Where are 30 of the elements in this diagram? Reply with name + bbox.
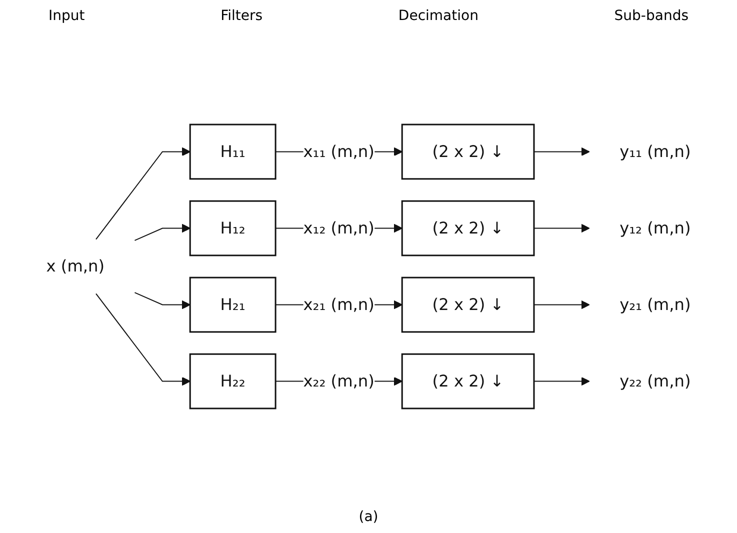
figure-caption: (a) (358, 509, 378, 525)
column-heading: Sub-bands (614, 8, 688, 24)
arrow (534, 376, 590, 386)
edge-label: x₂₁ (m,n) (303, 294, 374, 314)
node-text: y₂₂ (m,n) (620, 371, 691, 390)
node-box: (2 x 2) ↓ (401, 276, 535, 333)
node-box: H₁₁ (189, 124, 276, 180)
node-box: (2 x 2) ↓ (401, 200, 535, 256)
arrow (134, 292, 190, 310)
node-box: H₂₁ (189, 276, 276, 333)
node-box: H₁₂ (189, 200, 276, 256)
node-box: H₂₂ (189, 353, 276, 410)
node-box: (2 x 2) ↓ (401, 124, 535, 180)
node-text: y₁₂ (m,n) (620, 218, 691, 238)
arrow (134, 224, 190, 241)
edge-label: x₁₁ (m,n) (303, 142, 374, 161)
edge-label: x₂₂ (m,n) (303, 371, 374, 390)
edge-label: x₁₂ (m,n) (303, 218, 374, 238)
arrow (96, 147, 190, 240)
arrow (534, 224, 590, 233)
column-heading: Filters (220, 8, 263, 24)
node-text: x (m,n) (46, 256, 105, 276)
node-box: (2 x 2) ↓ (401, 353, 535, 410)
column-heading: Input (48, 8, 85, 24)
column-heading: Decimation (398, 8, 478, 24)
arrow (534, 147, 590, 156)
arrow (534, 300, 590, 310)
node-text: y₂₁ (m,n) (620, 294, 691, 314)
arrow (96, 293, 190, 386)
node-text: y₁₁ (m,n) (620, 142, 691, 161)
